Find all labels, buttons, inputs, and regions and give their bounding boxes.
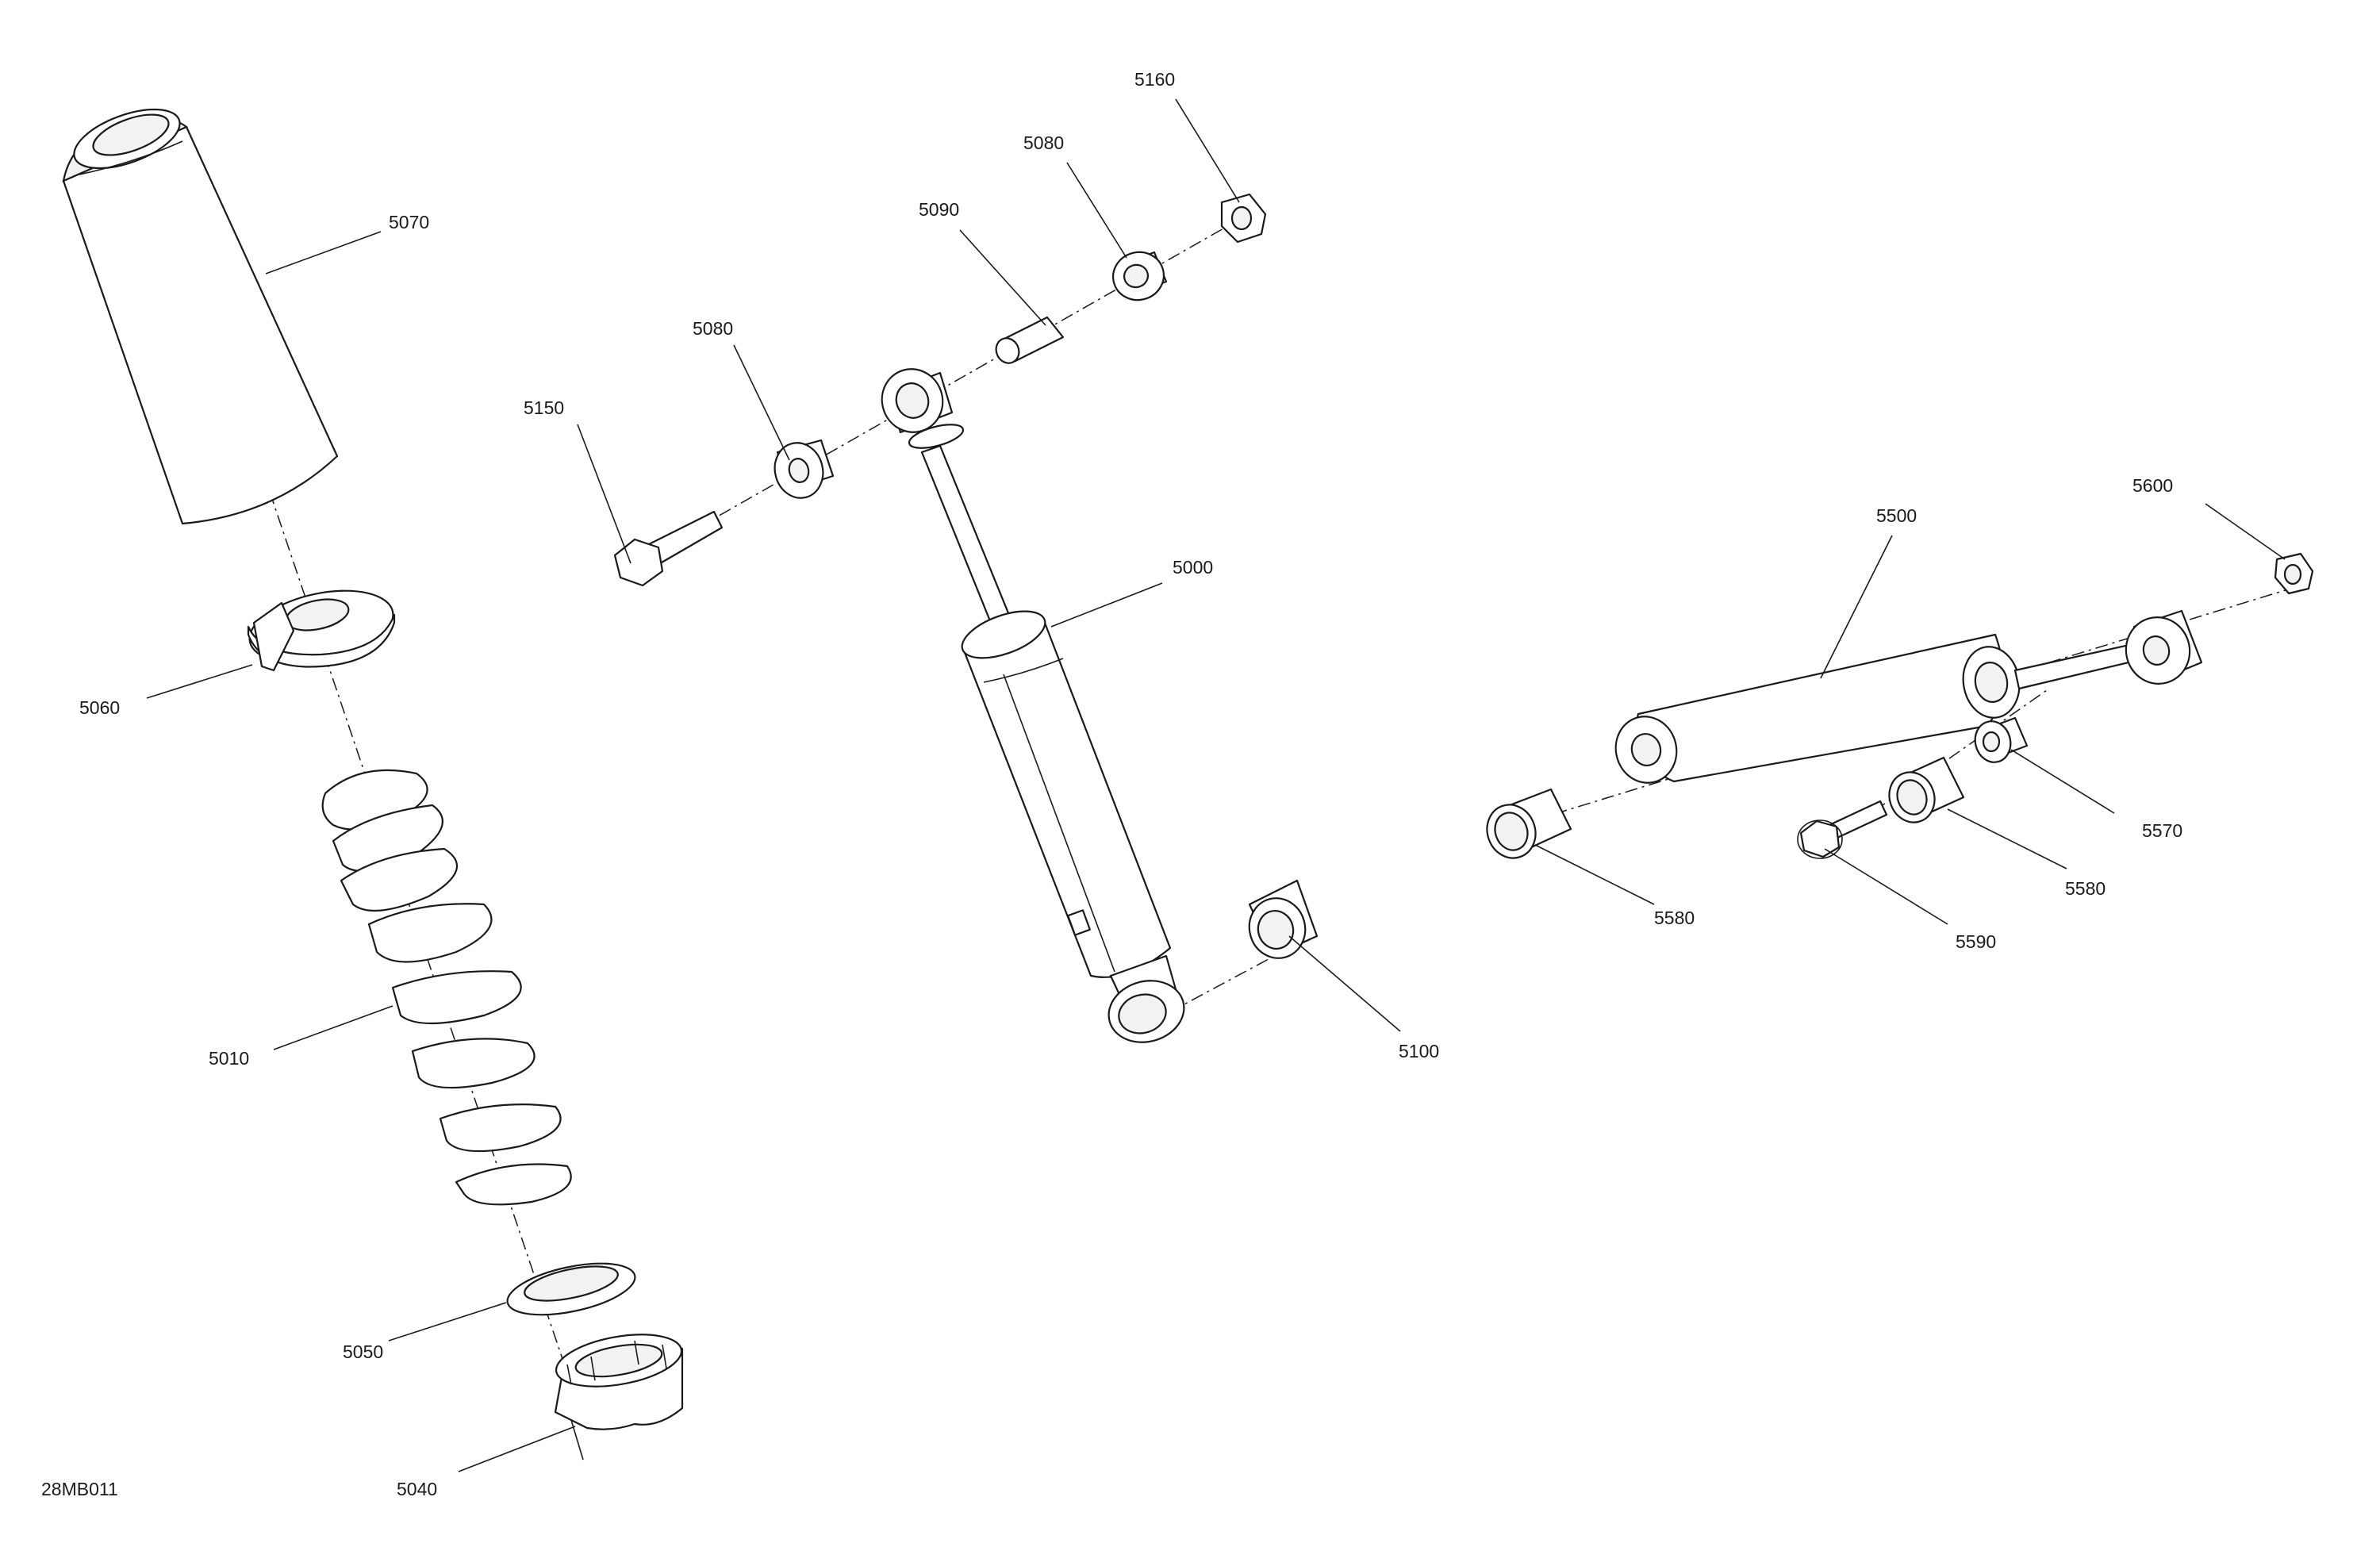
callout-5500[interactable]: 5500 [1876, 505, 1917, 526]
callout-5150[interactable]: 5150 [524, 397, 564, 418]
callout-5040[interactable]: 5040 [397, 1479, 437, 1499]
callout-5080-left[interactable]: 5080 [693, 318, 733, 339]
part-5500-damper[interactable] [1608, 609, 2203, 789]
part-5150-bolt[interactable] [613, 510, 724, 587]
part-5580-sleeve-right[interactable] [1883, 756, 1965, 829]
center-lines [269, 217, 2309, 1421]
part-5090-sleeve[interactable] [992, 316, 1065, 367]
callout-5600[interactable]: 5600 [2132, 475, 2173, 496]
callout-5080-top[interactable]: 5080 [1023, 132, 1064, 153]
leader-lines [146, 98, 2286, 1472]
figure-code: 28MB011 [41, 1479, 118, 1499]
part-5040-adjuster[interactable] [552, 1326, 685, 1460]
part-5070-cover[interactable] [62, 98, 339, 525]
callout-5050[interactable]: 5050 [343, 1341, 383, 1362]
part-5000-shock-absorber[interactable] [873, 360, 1192, 1050]
part-5080-bushing-left[interactable] [769, 437, 835, 503]
callout-5580-left[interactable]: 5580 [1654, 908, 1695, 928]
part-5570-spacer[interactable] [1971, 716, 2029, 766]
part-5060-upper-seat[interactable] [243, 579, 399, 674]
part-5010-coil-spring[interactable] [321, 769, 572, 1206]
callout-5090[interactable]: 5090 [919, 199, 959, 220]
part-5050-ring[interactable] [503, 1254, 639, 1325]
callout-5060[interactable]: 5060 [79, 697, 120, 718]
callout-5000[interactable]: 5000 [1173, 557, 1213, 578]
callout-5070[interactable]: 5070 [389, 212, 429, 232]
part-5590-bolt[interactable] [1797, 800, 1888, 859]
callout-5590[interactable]: 5590 [1956, 931, 1996, 952]
callout-labels: 5070 5060 5010 5050 5040 5150 5080 5090 … [79, 69, 2182, 1499]
part-5600-nut[interactable] [2274, 552, 2314, 595]
callout-5010[interactable]: 5010 [209, 1048, 249, 1069]
part-5160-nut[interactable] [1220, 193, 1267, 244]
part-5580-sleeve-left[interactable] [1480, 788, 1572, 865]
callout-5570[interactable]: 5570 [2142, 820, 2182, 841]
callout-5580-right[interactable]: 5580 [2065, 878, 2106, 899]
callout-5100[interactable]: 5100 [1399, 1041, 1439, 1061]
part-5100-bushing[interactable] [1242, 879, 1319, 965]
part-5080-bushing-top[interactable] [1107, 247, 1169, 306]
callout-5160[interactable]: 5160 [1134, 69, 1175, 90]
